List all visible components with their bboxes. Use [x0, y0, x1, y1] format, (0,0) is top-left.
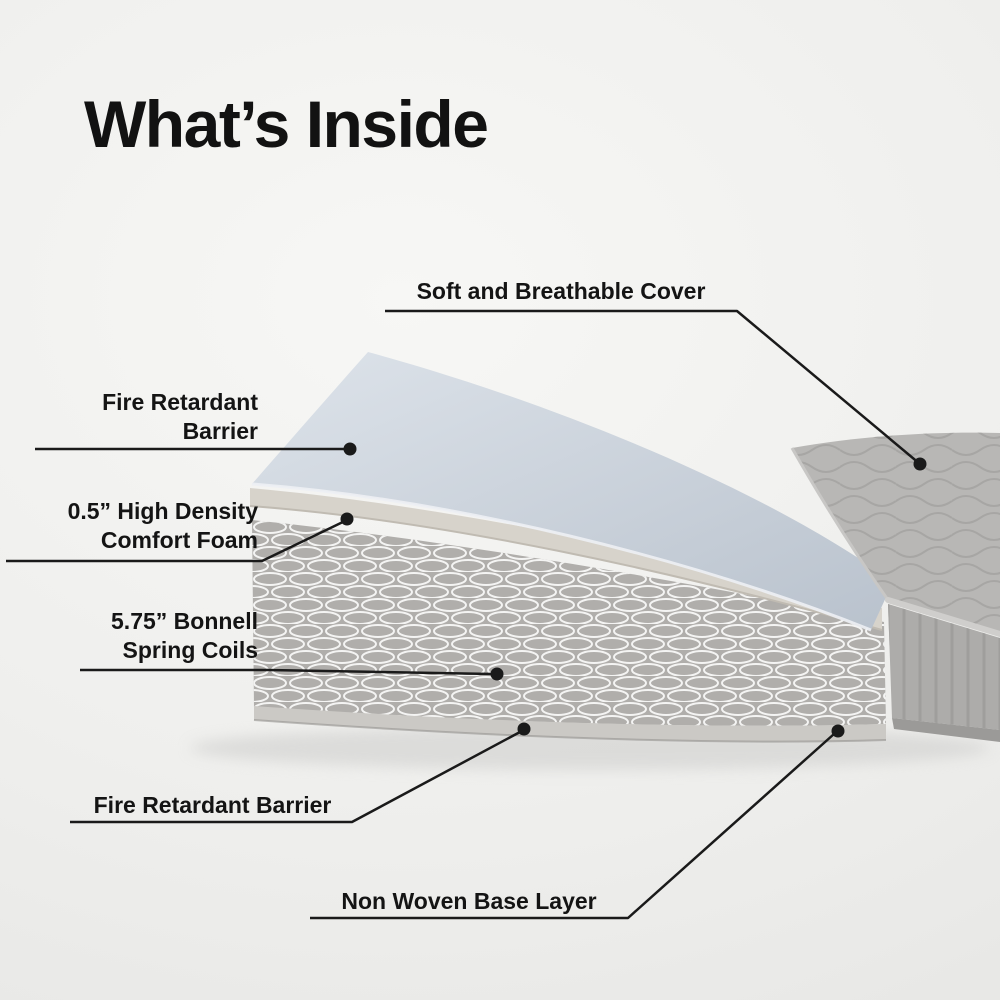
callout-line-cover: [385, 309, 921, 465]
callout-dot-cover: [913, 457, 927, 471]
quilted-cover: [790, 432, 1000, 742]
fire-retardant-sheet: [251, 352, 893, 632]
label-bonnell-spring-coils: 5.75” Bonnell Spring Coils: [111, 608, 258, 663]
label-non-woven-base-layer: Non Woven Base Layer: [341, 888, 597, 914]
callout-line-foam: [6, 518, 348, 563]
page-title: What’s Inside: [84, 87, 489, 161]
label-fire-retardant-barrier-top: Fire Retardant Barrier: [102, 389, 258, 444]
callout-dot-fire-top: [343, 442, 357, 456]
callout-dot-foam: [340, 512, 354, 526]
base-layer: [253, 706, 887, 743]
label-soft-breathable-cover: Soft and Breathable Cover: [416, 278, 706, 304]
callout-lines: [6, 309, 921, 920]
label-fire-retardant-barrier-bottom: Fire Retardant Barrier: [93, 792, 332, 818]
callout-line-fire-bottom: [70, 730, 521, 824]
callout-dot-fire-bottom: [517, 722, 531, 736]
callout-line-coils: [80, 668, 493, 676]
label-comfort-foam: 0.5” High Density Comfort Foam: [67, 498, 258, 553]
spring-coils-layer: [252, 520, 886, 726]
callout-dot-base: [831, 724, 845, 738]
comfort-foam-layer: [249, 488, 883, 631]
callout-dot-coils: [490, 667, 504, 681]
callout-dots: [340, 442, 927, 738]
callout-line-base: [310, 733, 835, 920]
